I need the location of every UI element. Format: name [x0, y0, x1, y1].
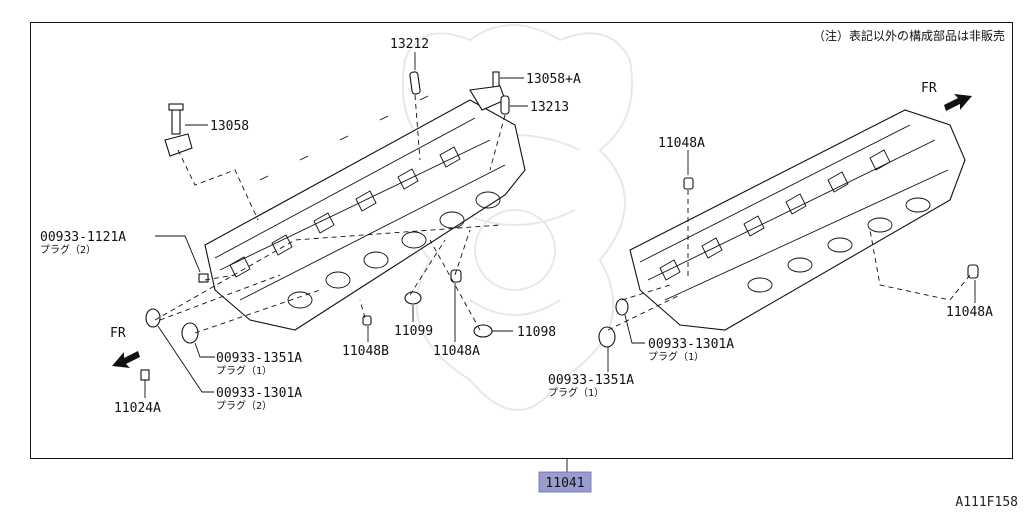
plug-00933-1121a-drawing	[198, 273, 209, 283]
bracket-13058a-drawing	[469, 71, 506, 111]
fr-arrow-left-icon	[112, 351, 140, 368]
callout-13213: 13213	[530, 100, 569, 115]
assembly-dashed-lines	[154, 94, 971, 334]
plugs-left-drawing	[140, 308, 199, 381]
left-cylinder-head-drawing	[204, 95, 526, 331]
main-part-link[interactable]: 11041	[538, 471, 592, 493]
callout-13058: 13058	[210, 119, 249, 134]
callout-11048a-center: 11048A	[433, 344, 480, 359]
callout-00933-1121a-qty: プラグ（2）	[40, 243, 96, 256]
fr-label-left: FR	[110, 326, 126, 341]
callout-11098: 11098	[517, 325, 556, 340]
callout-13212: 13212	[390, 37, 429, 52]
callout-00933-1351a-right-qty: プラグ（1）	[548, 386, 604, 399]
callout-11048b: 11048B	[342, 344, 389, 359]
fr-arrow-right-icon	[944, 94, 972, 111]
callout-00933-1301a-left: 00933-1301A	[216, 386, 302, 401]
non-sale-note: （注）表記以外の構成部品は非販売	[813, 28, 1005, 43]
right-cylinder-head-drawing	[629, 109, 966, 331]
diagram-frame	[30, 22, 1013, 459]
callout-11048a-right: 11048A	[946, 305, 993, 320]
leader-lines	[144, 52, 976, 472]
callout-labels: 13212 13058+A 13213 13058 00933-1121A プラ…	[40, 37, 993, 416]
callout-00933-1301a-right: 00933-1301A	[648, 337, 734, 352]
main-part-highlight[interactable]	[538, 471, 592, 493]
callout-00933-1351a-right: 00933-1351A	[548, 373, 634, 388]
callout-00933-1301a-right-qty: プラグ（1）	[648, 350, 704, 363]
reference-code: A111F158	[955, 495, 1018, 510]
fr-label-right: FR	[921, 81, 937, 96]
callout-00933-1301a-left-qty: プラグ（2）	[216, 399, 272, 412]
callout-11024a: 11024A	[114, 401, 161, 416]
callout-00933-1351a-left-qty: プラグ（1）	[216, 364, 272, 377]
bolt-13058-drawing	[164, 103, 193, 157]
dowel-13213-drawing	[500, 95, 510, 115]
callout-00933-1351a-left: 00933-1351A	[216, 351, 302, 366]
main-part-number[interactable]: 11041	[545, 476, 584, 491]
callout-00933-1121a: 00933-1121A	[40, 230, 126, 245]
callout-13058a: 13058+A	[526, 72, 581, 87]
callout-11099: 11099	[394, 324, 433, 339]
plugs-right-drawing	[598, 177, 979, 348]
callout-11048a-top: 11048A	[658, 136, 705, 151]
dowel-13212-drawing	[409, 71, 421, 95]
